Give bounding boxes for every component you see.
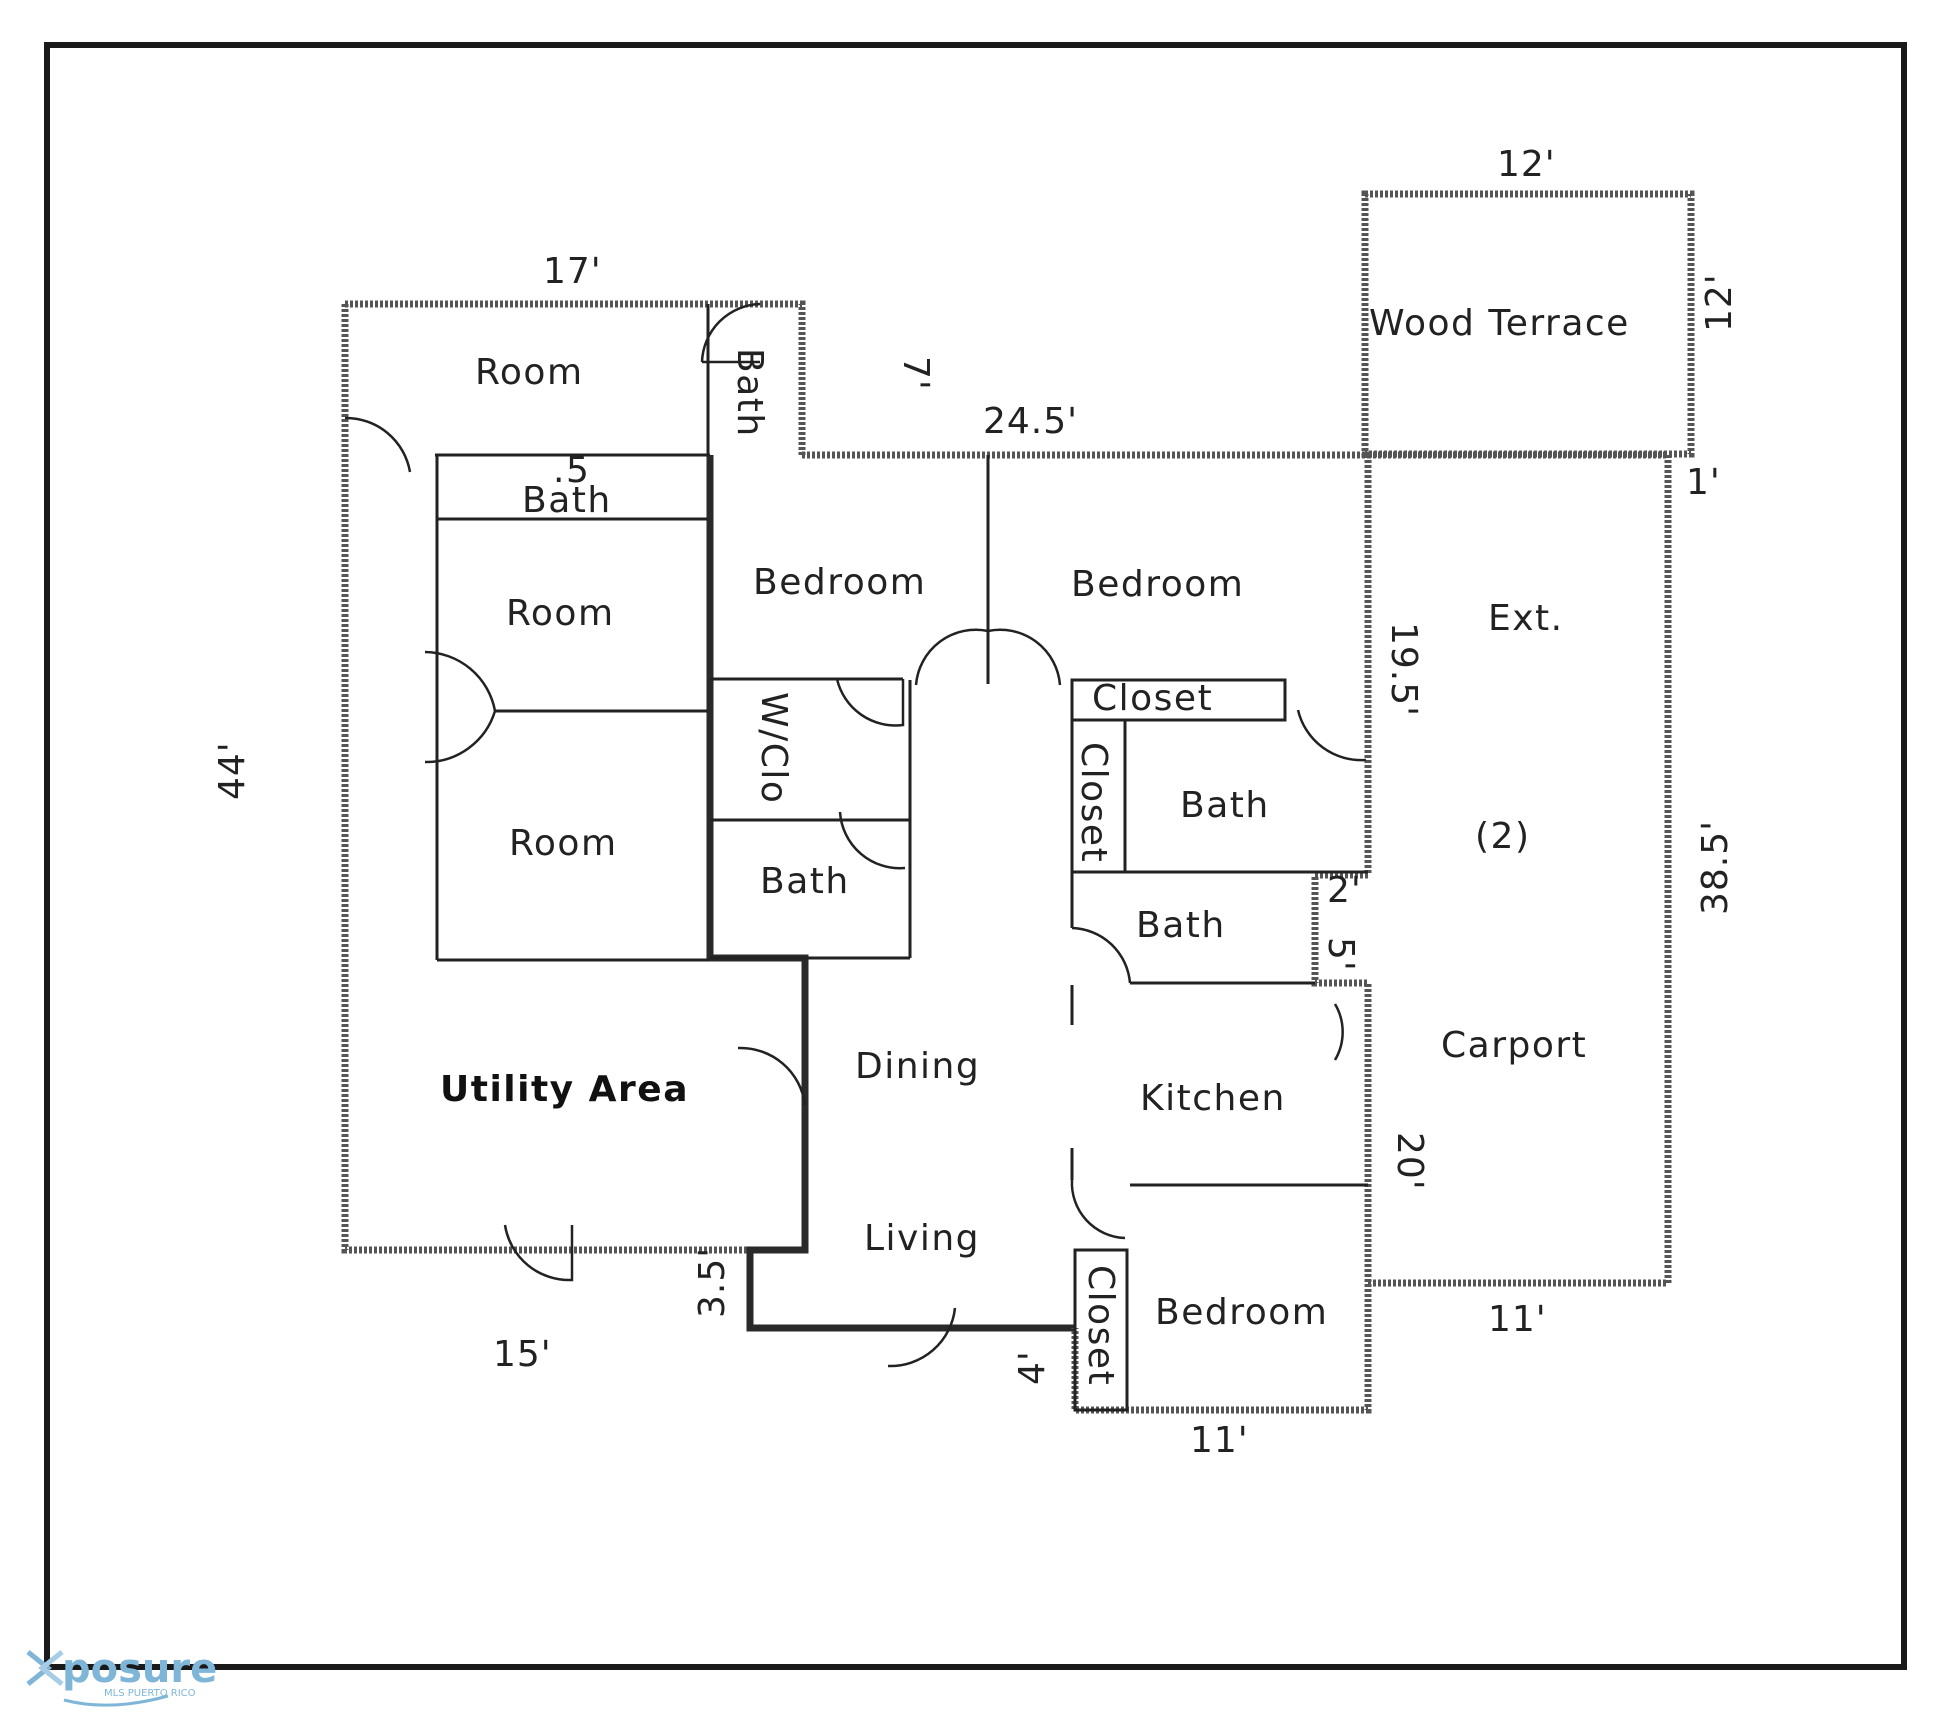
- dimension-label: 17': [543, 251, 602, 292]
- room-label: Room: [506, 593, 615, 634]
- door: [503, 1224, 574, 1282]
- left-wing-wall-2: [341, 304, 805, 1254]
- door: [700, 302, 761, 364]
- dimension-label: 12': [1699, 273, 1740, 332]
- door: [838, 811, 906, 870]
- dimension-label: 24.5': [983, 401, 1078, 442]
- svg-text:posure: posure: [62, 1646, 217, 1692]
- dimension-label: 12': [1497, 144, 1556, 185]
- room-label: (2): [1475, 816, 1531, 857]
- room-label: Carport: [1441, 1025, 1587, 1066]
- terrace-wall: [1361, 190, 1695, 458]
- room-label: .5: [553, 450, 590, 491]
- room-label: Bedroom: [1071, 564, 1244, 605]
- logo-x-icon: [26, 1650, 64, 1686]
- room-label: Room: [475, 352, 584, 393]
- closet-bottom-box: [1073, 1248, 1129, 1412]
- room-label: Bath: [522, 480, 612, 521]
- dimension-label: 4': [1012, 1350, 1053, 1385]
- xposure-logo: posure MLS PUERTO RICO: [26, 1646, 217, 1707]
- left-wing-wall: [345, 300, 806, 455]
- dimension-label: 11': [1488, 1299, 1547, 1340]
- door: [1296, 709, 1367, 762]
- dimension-label: 7': [895, 356, 936, 391]
- door: [344, 416, 412, 473]
- closet-top-box: [1070, 678, 1287, 722]
- door: [835, 678, 905, 727]
- room-label: Kitchen: [1140, 1078, 1286, 1119]
- dimension-label: 20': [1389, 1132, 1430, 1191]
- carport-wall: [1368, 451, 1672, 1287]
- door: [914, 628, 1062, 686]
- room-label: Bedroom: [1155, 1292, 1328, 1333]
- dimension-label: 38.5': [1695, 820, 1736, 915]
- dimension-label: 3.5': [692, 1247, 733, 1318]
- door: [1071, 926, 1132, 984]
- dimension-label: 19.5': [1383, 622, 1424, 717]
- room-label: Closet: [1092, 678, 1213, 719]
- room-label: Wood Terrace: [1369, 303, 1630, 344]
- room-label: Bath: [760, 861, 850, 902]
- svg-text:MLS PUERTO RICO: MLS PUERTO RICO: [104, 1688, 196, 1699]
- room-label: Utility Area: [440, 1069, 689, 1110]
- dimension-label: 2': [1327, 870, 1362, 911]
- room-label: Bath: [1136, 905, 1226, 946]
- room-label: Dining: [855, 1046, 980, 1087]
- door: [887, 1307, 957, 1368]
- door: [1333, 1003, 1344, 1061]
- room-label: Ext.: [1488, 598, 1564, 639]
- room-label: Bath: [1180, 785, 1270, 826]
- outer-frame: [44, 42, 1907, 1670]
- dimension-label: 15': [493, 1334, 552, 1375]
- room-label: Bath: [729, 348, 770, 438]
- dimension-label: 44': [212, 741, 253, 800]
- dimension-label: 11': [1190, 1420, 1249, 1461]
- dimension-label: 1': [1686, 462, 1721, 503]
- room-label: Closet: [1080, 1265, 1121, 1386]
- room-label: Living: [864, 1218, 980, 1259]
- dimension-label: 5': [1320, 937, 1361, 972]
- room-label: Bedroom: [753, 562, 926, 603]
- door: [737, 1046, 807, 1106]
- door: [424, 650, 497, 764]
- room-label: Closet: [1073, 742, 1114, 863]
- room-label: Room: [509, 823, 618, 864]
- door: [1070, 1179, 1126, 1240]
- room-label: W/Clo: [753, 692, 794, 804]
